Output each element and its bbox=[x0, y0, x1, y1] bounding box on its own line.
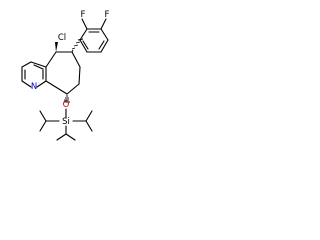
molecule-structure: Cl F F N O Si bbox=[21, 10, 110, 141]
difluorophenyl-ring bbox=[79, 18, 109, 53]
atom-label-cl: Cl bbox=[58, 33, 66, 43]
atom-label-o: O bbox=[63, 100, 70, 110]
atom-label-f-2: F bbox=[105, 10, 110, 20]
atom-label-f-1: F bbox=[81, 10, 86, 20]
wedge-bond-cl bbox=[55, 42, 58, 52]
pyridine-ring bbox=[21, 61, 47, 88]
hashed-bond-o bbox=[64, 95, 70, 103]
atom-label-n: N bbox=[31, 82, 37, 92]
hashed-bond-aryl bbox=[71, 38, 84, 53]
triisopropylsilyl-group bbox=[39, 108, 93, 141]
atom-label-si: Si bbox=[62, 117, 70, 127]
cycloheptane-ring bbox=[45, 51, 81, 95]
